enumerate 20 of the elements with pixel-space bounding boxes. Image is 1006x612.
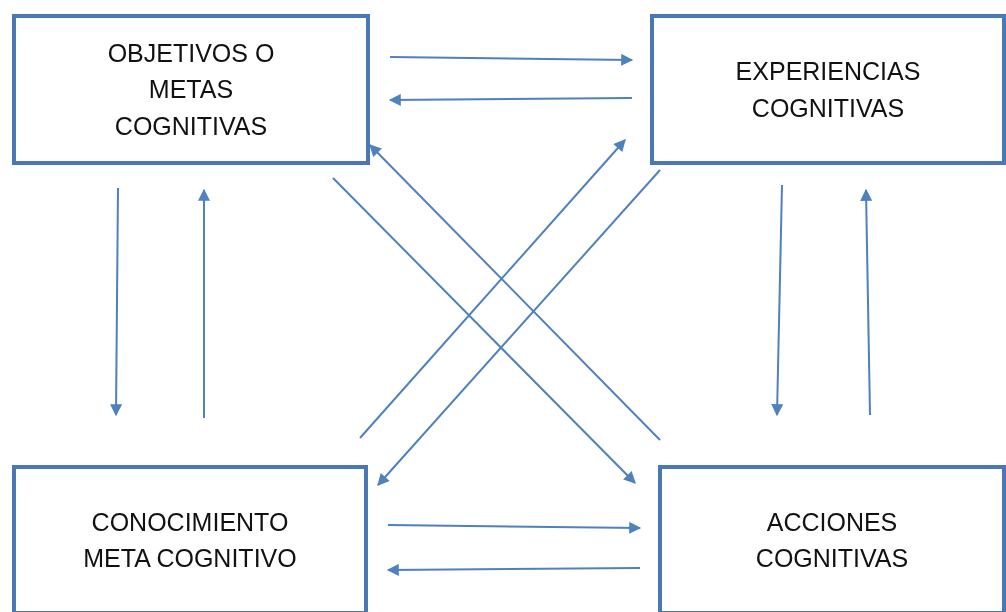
box-label: OBJETIVOS O METAS COGNITIVAS	[106, 38, 276, 142]
arrow	[860, 188, 873, 416]
arrow	[377, 169, 661, 486]
arrow	[110, 187, 123, 417]
box-label: EXPERIENCIAS COGNITIVAS	[734, 56, 922, 124]
arrow	[359, 139, 626, 439]
arrow	[771, 184, 784, 417]
arrow	[386, 563, 641, 576]
arrow	[388, 93, 633, 106]
process-box	[12, 465, 368, 612]
process-box	[12, 14, 370, 165]
box-label: CONOCIMIENTO META COGNITIVO	[82, 506, 298, 574]
box-label: ACCIONES COGNITIVAS	[754, 506, 910, 574]
arrow	[369, 144, 661, 441]
arrow	[389, 53, 634, 66]
arrow	[198, 188, 210, 419]
process-box	[658, 465, 1006, 612]
process-box	[650, 14, 1006, 165]
arrow	[332, 177, 636, 484]
arrow	[387, 521, 642, 534]
